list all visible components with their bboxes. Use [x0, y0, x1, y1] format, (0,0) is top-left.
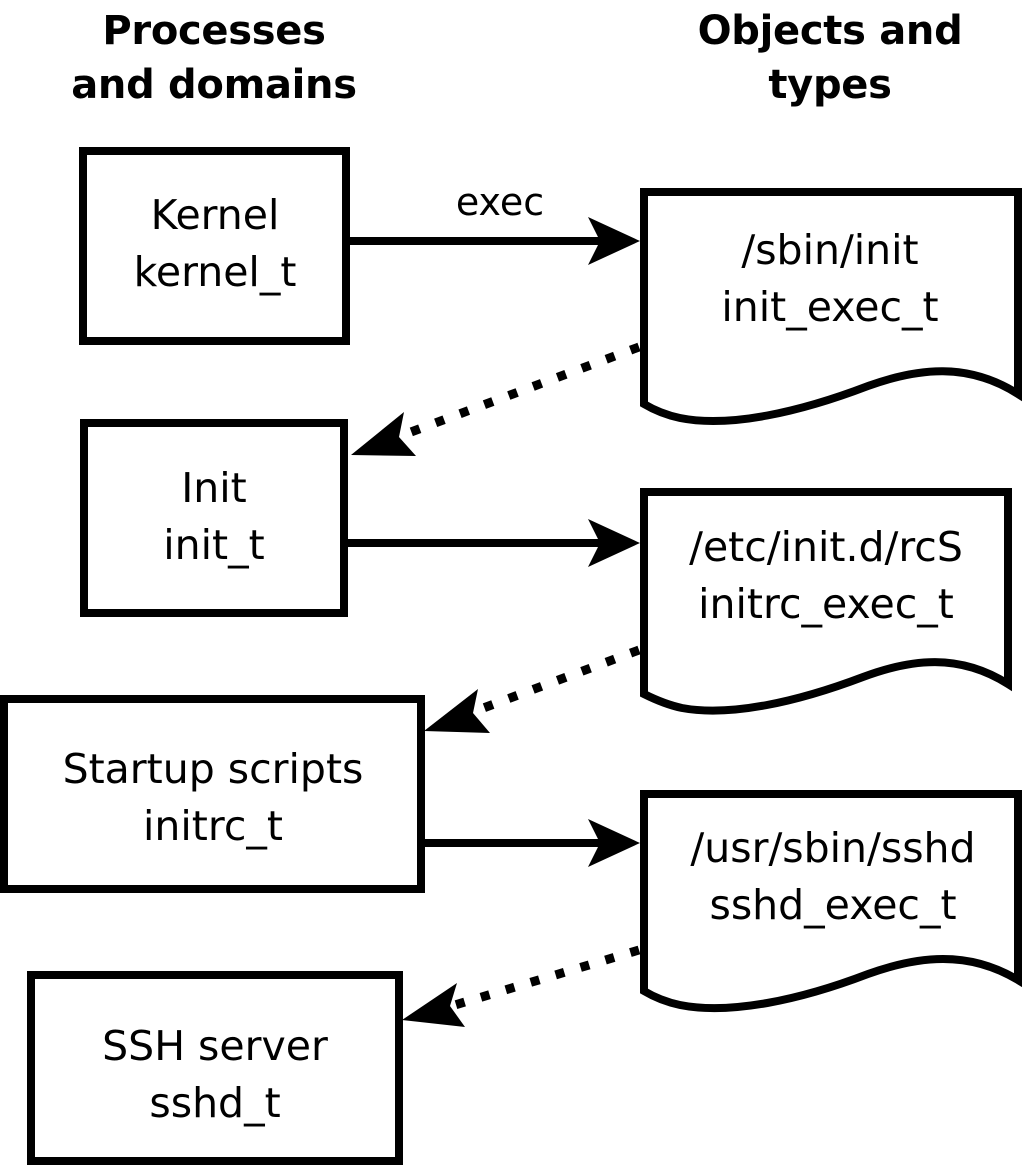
node-init-exec-line2: init_exec_t — [721, 283, 938, 331]
edge-label-exec: exec — [456, 180, 544, 224]
node-sshd[interactable]: SSH server sshd_t — [27, 971, 403, 1165]
node-init-line1: Init — [181, 464, 247, 512]
node-init-shape — [80, 419, 348, 617]
arrowhead-kernel-to-init-exec — [588, 217, 640, 265]
column-header-objects-line1: Objects and — [698, 8, 963, 54]
node-sshd-shape — [27, 971, 403, 1165]
node-initrc-shape — [0, 695, 425, 893]
edge-initrc-exec-to-initrc — [424, 645, 641, 733]
edge-init-exec-to-init-line — [401, 342, 641, 440]
node-sshd-exec-shape — [640, 790, 1022, 1013]
node-kernel-line2: kernel_t — [134, 248, 297, 296]
node-kernel-shape — [79, 147, 350, 345]
arrowhead-init-exec-to-init — [351, 412, 416, 456]
node-init-exec-line1: /sbin/init — [741, 226, 918, 274]
node-init[interactable]: Init init_t — [80, 419, 348, 617]
column-header-objects-line2: types — [768, 62, 891, 108]
column-header-processes-line2: and domains — [71, 62, 357, 108]
node-init-line2: init_t — [163, 521, 264, 569]
column-header-objects: Objects and types — [698, 8, 963, 108]
arrowhead-initrc-exec-to-initrc — [424, 689, 490, 733]
edge-sshd-exec-to-sshd — [402, 945, 641, 1027]
node-initrc[interactable]: Startup scripts initrc_t — [0, 695, 425, 893]
edge-init-exec-to-init — [351, 342, 641, 456]
node-sshd-line2: sshd_t — [149, 1079, 280, 1127]
column-header-processes: Processes and domains — [71, 8, 357, 108]
node-initrc-exec-shape — [640, 488, 1012, 715]
node-init-exec[interactable]: /sbin/init init_exec_t — [640, 188, 1022, 426]
node-init-exec-shape — [640, 188, 1022, 426]
node-sshd-exec[interactable]: /usr/sbin/sshd sshd_exec_t — [640, 790, 1022, 1013]
arrowhead-init-to-initrc-exec — [588, 519, 640, 567]
node-initrc-exec[interactable]: /etc/init.d/rcS initrc_exec_t — [640, 488, 1012, 715]
node-initrc-exec-line1: /etc/init.d/rcS — [689, 523, 963, 571]
arrowhead-sshd-exec-to-sshd — [402, 983, 465, 1027]
node-kernel[interactable]: Kernel kernel_t — [79, 147, 350, 345]
edge-kernel-to-init-exec: exec — [350, 180, 640, 265]
edge-initrc-to-sshd-exec — [425, 819, 640, 867]
node-initrc-exec-line2: initrc_exec_t — [698, 580, 954, 628]
node-sshd-exec-line1: /usr/sbin/sshd — [690, 824, 975, 872]
column-header-processes-line1: Processes — [102, 8, 325, 54]
node-sshd-exec-line2: sshd_exec_t — [709, 881, 956, 929]
node-sshd-line1: SSH server — [102, 1022, 328, 1070]
edge-initrc-exec-to-initrc-line — [476, 645, 641, 715]
node-initrc-line2: initrc_t — [143, 802, 283, 850]
edge-sshd-exec-to-sshd-line — [453, 945, 641, 1010]
edge-init-to-initrc-exec — [348, 519, 640, 567]
node-initrc-line1: Startup scripts — [63, 745, 364, 793]
arrowhead-initrc-to-sshd-exec — [588, 819, 640, 867]
node-kernel-line1: Kernel — [151, 191, 280, 239]
